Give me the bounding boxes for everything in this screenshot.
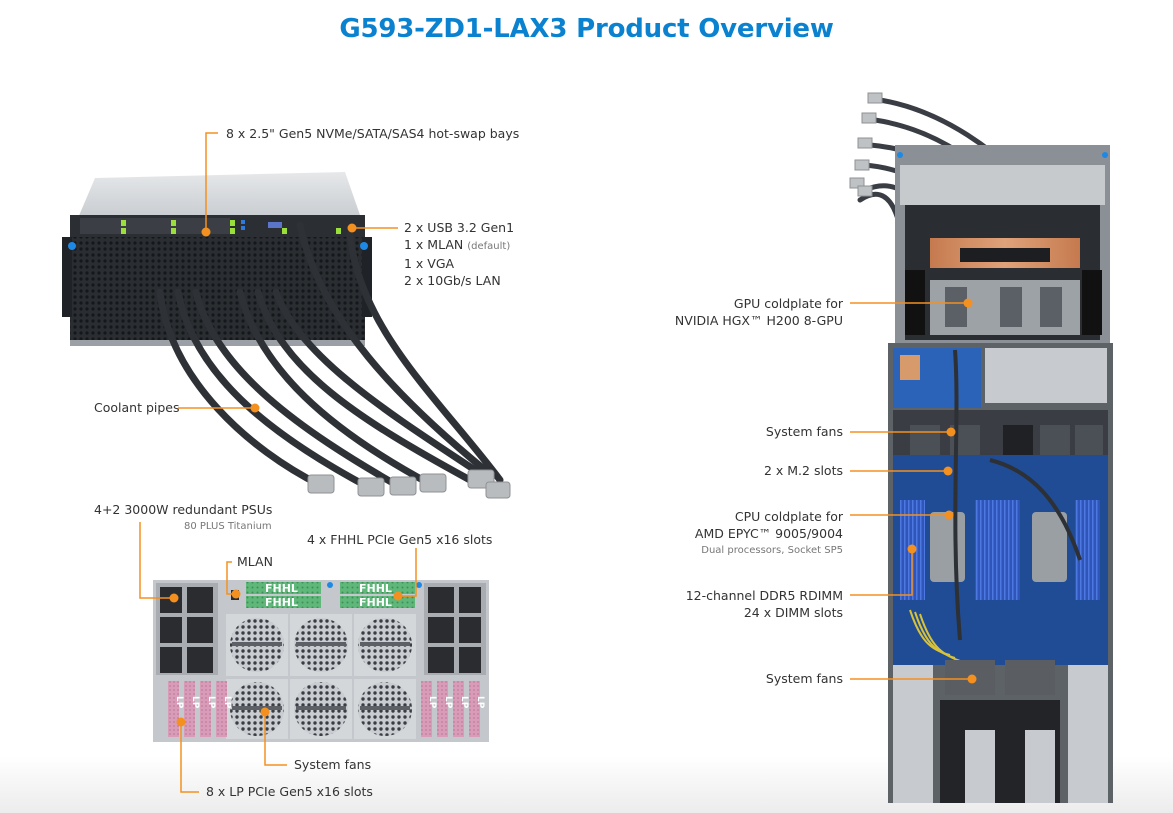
io-vga: 1 x VGA — [404, 256, 455, 271]
rear-server-image — [153, 580, 489, 742]
fhhl-label-3: FHHL — [359, 582, 392, 595]
io-usb: 2 x USB 3.2 Gen1 — [404, 220, 515, 235]
callout-cpu-coldplate: CPU coldplate for AMD EPYC™ 9005/9004 Du… — [695, 508, 843, 559]
io-mlan-label: 1 x MLAN — [404, 237, 464, 252]
cpu-note: Dual processors, Socket SP5 — [701, 545, 843, 556]
callout-mlan: MLAN — [237, 554, 273, 569]
psu-note: 80 PLUS Titanium — [184, 521, 272, 532]
callout-psu: 4+2 3000W redundant PSUs 80 PLUS Titaniu… — [94, 501, 272, 535]
fhhl-label-2: FHHL — [265, 596, 298, 609]
io-mlan: 1 x MLAN (default) — [404, 236, 514, 255]
lp-label-7: LP — [459, 696, 469, 709]
io-lan: 2 x 10Gb/s LAN — [404, 273, 501, 288]
lp-label-1: LP — [174, 696, 184, 709]
gpu-line-1: GPU coldplate for — [733, 296, 843, 311]
gpu-line-2: NVIDIA HGX™ H200 8-GPU — [674, 313, 843, 328]
callout-lp-slots: 8 x LP PCIe Gen5 x16 slots — [206, 784, 373, 799]
front-server-image — [62, 172, 372, 346]
page-title: G593-ZD1-LAX3 Product Overview — [339, 14, 834, 44]
lp-label-6: LP — [443, 696, 453, 709]
cpu-line-2: AMD EPYC™ 9005/9004 — [694, 526, 843, 541]
callout-drive-bays: 8 x 2.5" Gen5 NVMe/SATA/SAS4 hot-swap ba… — [226, 126, 520, 141]
callout-lower-fans: System fans — [765, 671, 843, 686]
leader-lines — [139, 132, 970, 793]
lp-label-3: LP — [206, 696, 216, 709]
callout-fhhl-slots: 4 x FHHL PCIe Gen5 x16 slots — [307, 532, 493, 547]
callout-dimm: 12-channel DDR5 RDIMM 24 x DIMM slots — [686, 587, 843, 621]
psu-label: 4+2 3000W redundant PSUs — [94, 502, 273, 517]
callout-coolant-pipes: Coolant pipes — [94, 400, 180, 415]
top-server-image — [849, 92, 1113, 803]
coolant-pipes-image — [156, 221, 504, 492]
dimm-line-1: 12-channel DDR5 RDIMM — [685, 588, 843, 603]
callout-io-ports: 2 x USB 3.2 Gen1 1 x MLAN (default) 1 x … — [404, 219, 514, 289]
callout-m2-slots: 2 x M.2 slots — [763, 463, 843, 478]
lp-label-2: LP — [190, 696, 200, 709]
fhhl-label-1: FHHL — [265, 582, 298, 595]
callout-gpu-coldplate: GPU coldplate for NVIDIA HGX™ H200 8-GPU — [675, 295, 843, 329]
lp-label-8: LP — [475, 696, 485, 709]
callout-rear-fans: System fans — [294, 757, 372, 772]
leader-dots — [169, 223, 977, 727]
lp-label-5: LP — [427, 696, 437, 709]
dimm-line-2: 24 x DIMM slots — [743, 605, 843, 620]
coolant-connectors — [307, 469, 511, 499]
callout-upper-fans: System fans — [765, 424, 843, 439]
cpu-line-1: CPU coldplate for — [734, 509, 843, 524]
fhhl-label-4: FHHL — [359, 596, 392, 609]
io-mlan-note: (default) — [467, 241, 511, 252]
lp-label-4: LP — [222, 696, 232, 709]
